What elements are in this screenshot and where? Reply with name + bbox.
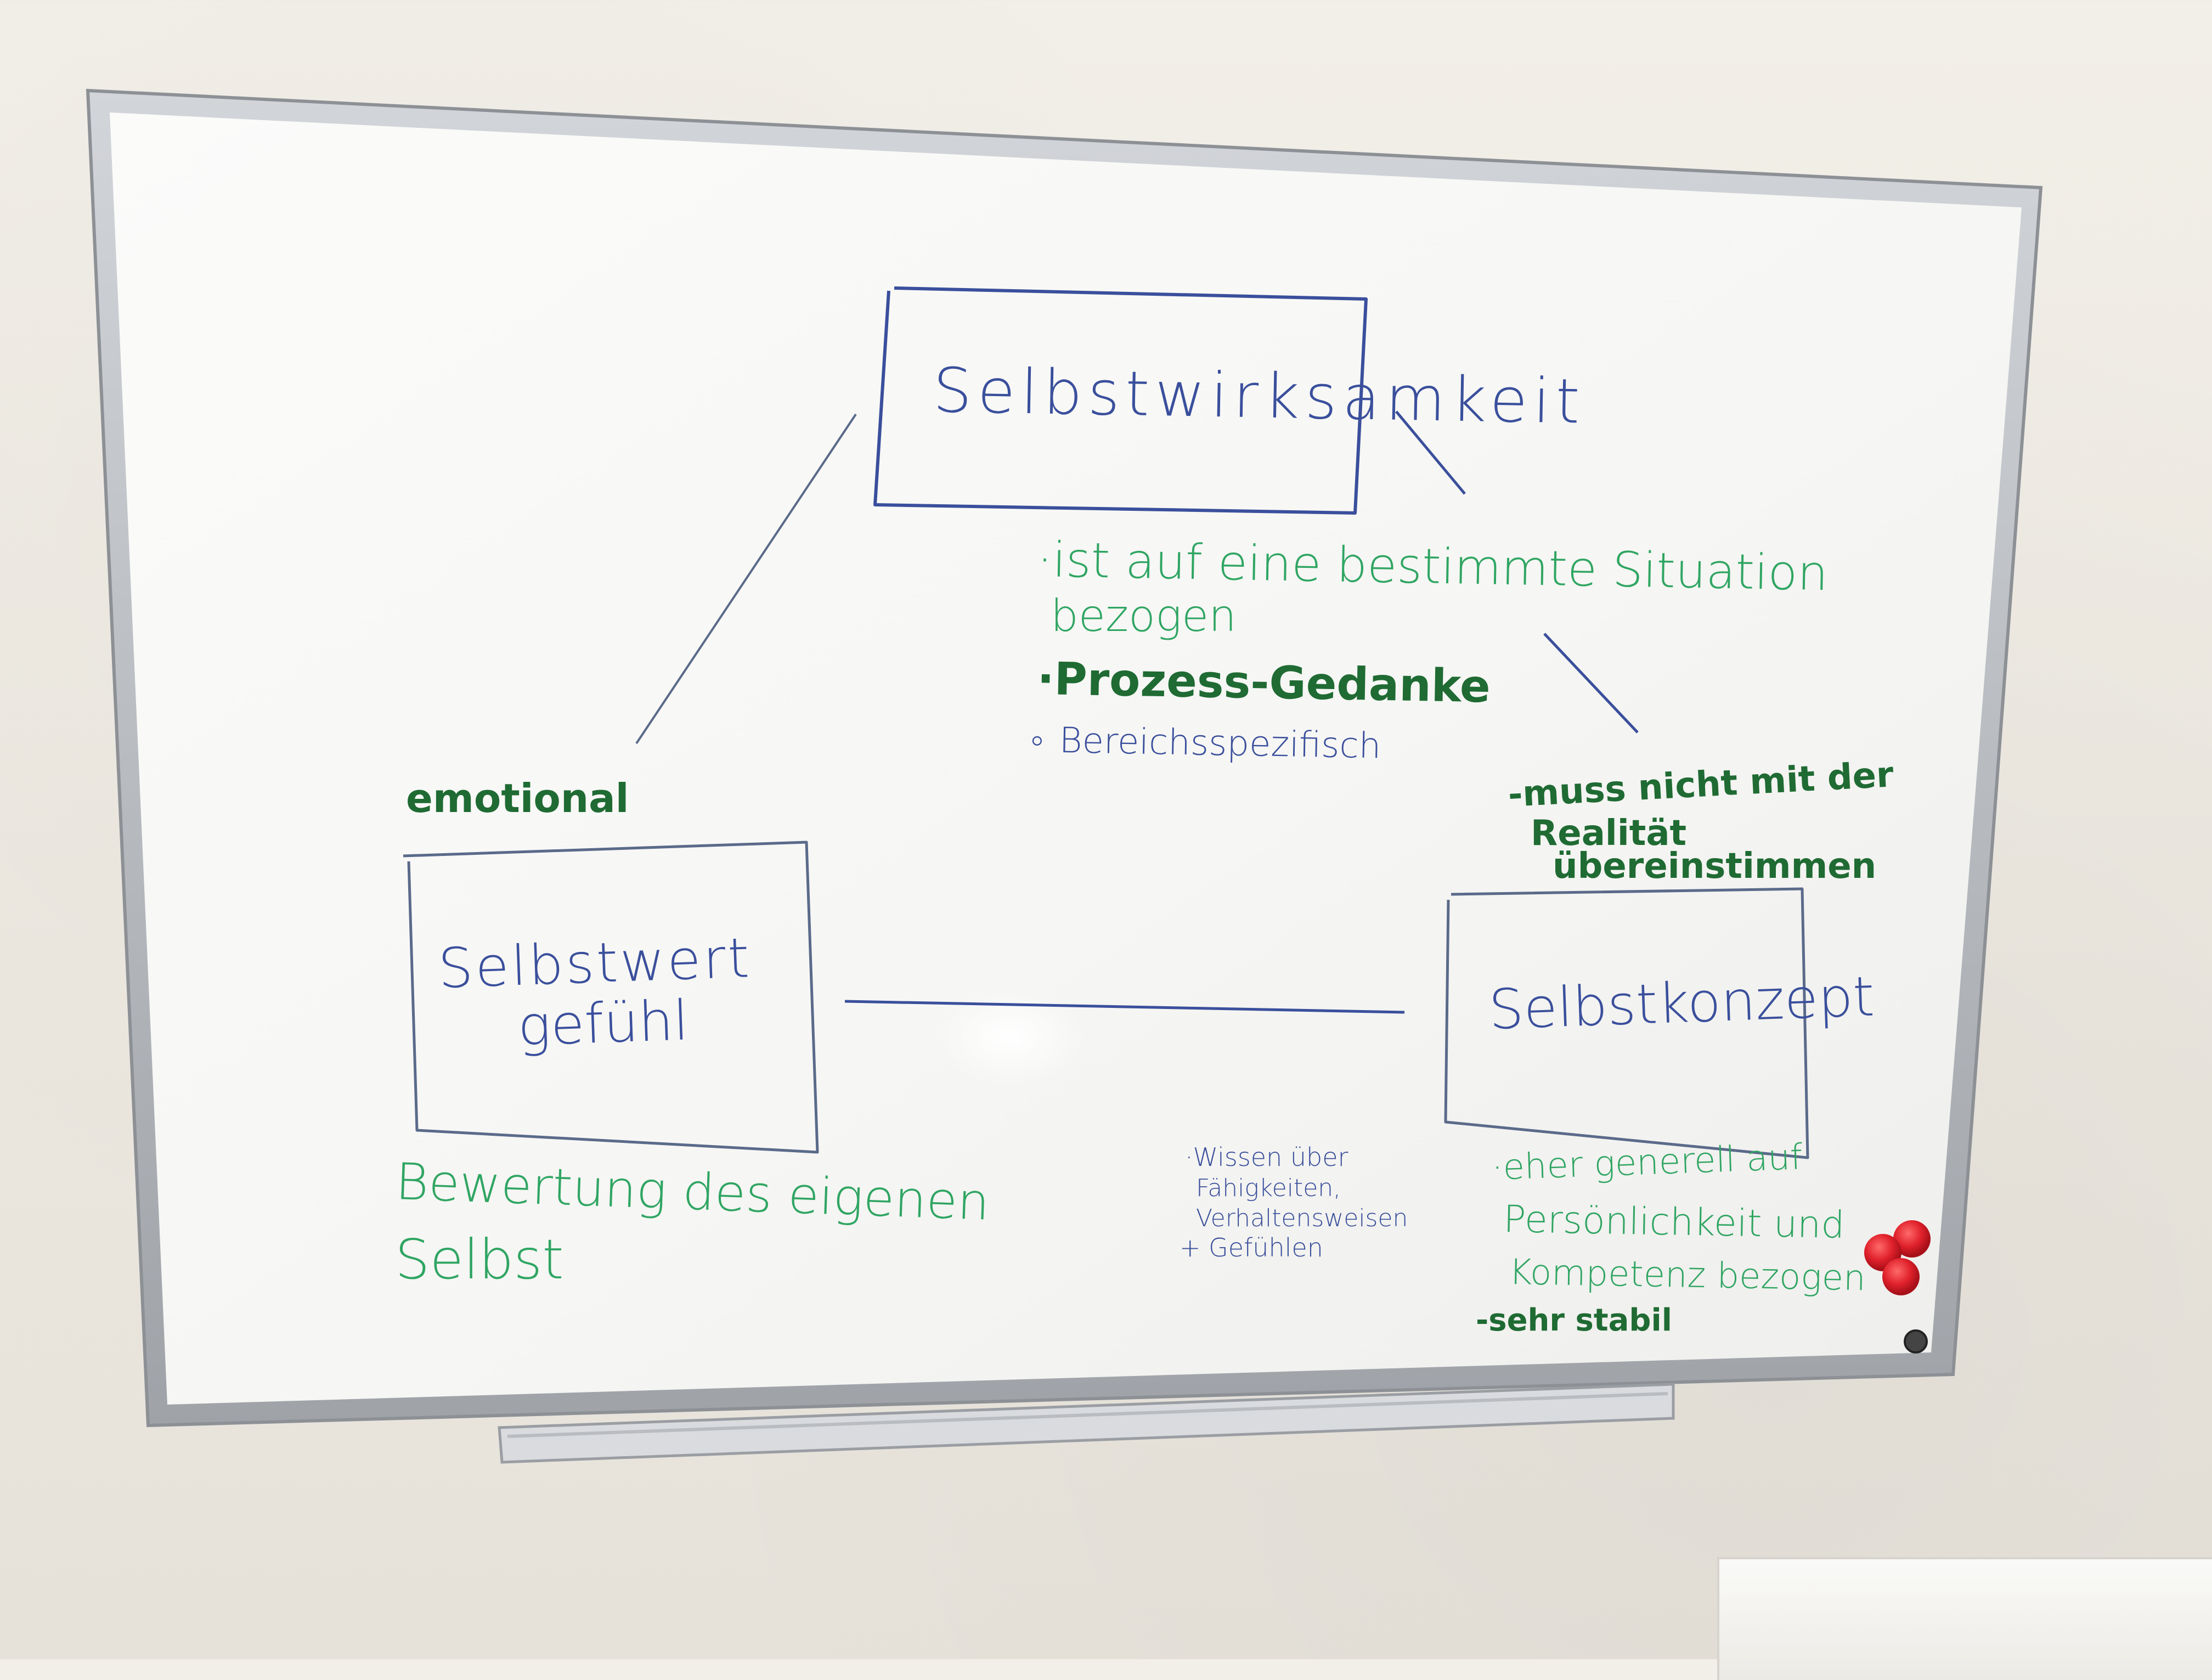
note-wissen-line1: ·Wissen über — [1185, 1142, 1348, 1172]
note-situation-line2: bezogen — [1051, 590, 1237, 641]
line-top-right-2 — [1543, 633, 1639, 734]
line-top-right-1 — [1395, 410, 1466, 495]
box-selbstwertgefuehl: Selbstwert gefühl — [403, 841, 819, 1154]
line-top-left — [635, 413, 857, 745]
box-selbstkonzept-title: Selbstkonzept — [1488, 965, 1876, 1042]
red-magnets — [1864, 1220, 1931, 1295]
note-emotional: emotional — [406, 775, 629, 821]
note-wissen-line3: Verhaltensweisen — [1196, 1204, 1408, 1232]
note-sehr-stabil: -sehr stabil — [1476, 1303, 1672, 1338]
box-selbstwirksamkeit: Selbstwirksamkeit — [873, 286, 1586, 515]
note-bereichsspezifisch: ∘ Bereichsspezifisch — [1026, 720, 1381, 766]
magnet-1 — [1893, 1220, 1931, 1258]
note-situation-line1: ·ist auf eine bestimmte Situation — [1037, 531, 1829, 601]
box-selbstwertgefuehl-line2: gefühl — [517, 988, 690, 1058]
note-prozess-gedanke: ·Prozess-Gedanke — [1037, 653, 1491, 713]
note-wissen-line2: Fähigkeiten, — [1196, 1174, 1341, 1202]
magnet-3 — [1882, 1258, 1920, 1295]
note-generell-line3: Kompetenz bezogen — [1509, 1252, 1866, 1299]
note-bewertung-line2: Selbst — [395, 1227, 564, 1292]
light-glare — [933, 988, 1086, 1086]
note-wissen-line4: + Gefühlen — [1180, 1233, 1323, 1262]
note-realitaet-line3: übereinstimmen — [1553, 846, 1876, 887]
box-selbstkonzept: Selbstkonzept — [1444, 887, 1876, 1159]
whiteboard-surface — [110, 112, 2022, 1405]
note-realitaet-line2: Realität — [1531, 813, 1686, 854]
line-bottom — [844, 1000, 1405, 1014]
corner-screw — [1904, 1329, 1928, 1354]
box-selbstwertgefuehl-line1: Selbstwert — [437, 926, 753, 1001]
box-selbstwirksamkeit-title: Selbstwirksamkeit — [933, 355, 1586, 438]
note-generell-line2: Persönlichkeit und — [1503, 1198, 1845, 1247]
